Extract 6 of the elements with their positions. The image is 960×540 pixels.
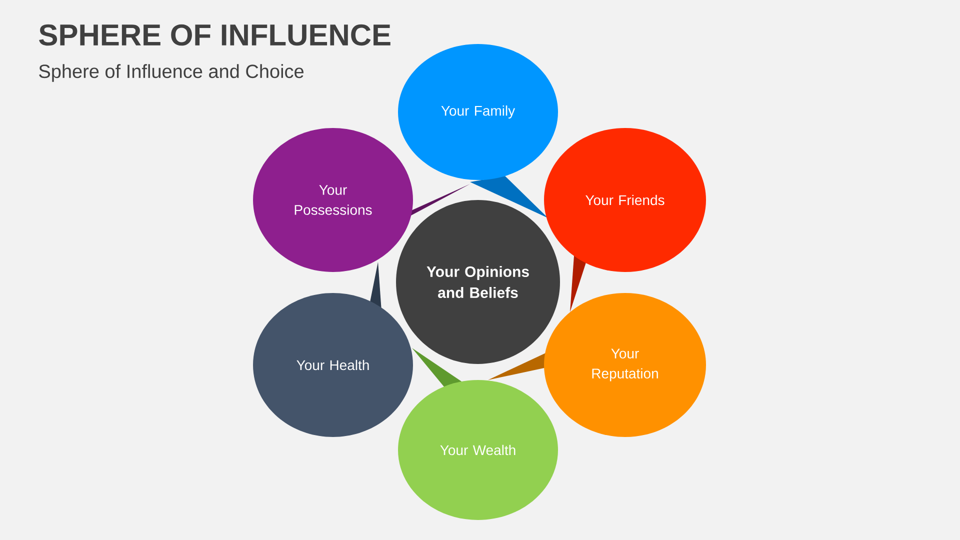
title: SPHERE OF INFLUENCE bbox=[39, 24, 390, 46]
speech-bubble: Your Family bbox=[398, 44, 558, 218]
speech-bubble: Your Health bbox=[253, 262, 413, 437]
subtitle: Sphere of Influence and Choice bbox=[39, 64, 304, 82]
speech-bubble: Your Wealth bbox=[398, 348, 558, 520]
speech-bubble: Your Friends bbox=[544, 128, 706, 312]
